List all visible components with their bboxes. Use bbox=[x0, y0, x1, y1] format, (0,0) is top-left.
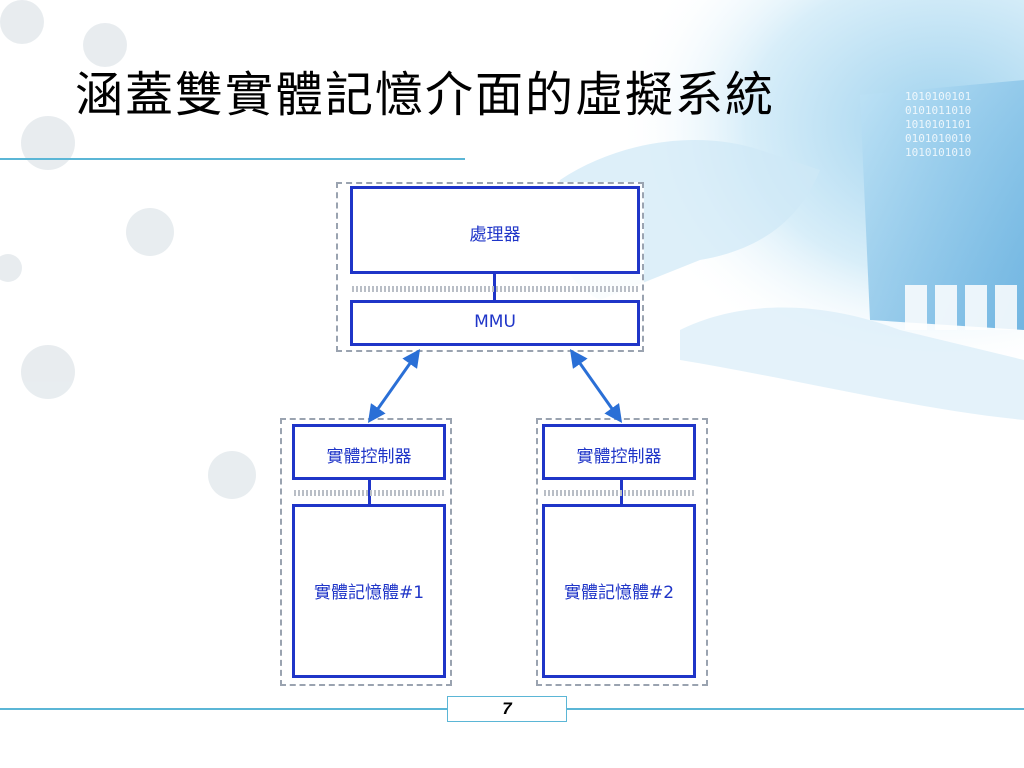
svg-text:1010100101: 1010100101 bbox=[905, 90, 971, 103]
title-underline bbox=[0, 158, 465, 160]
processor-box bbox=[350, 186, 640, 274]
memory-2-bus-hatch bbox=[544, 490, 694, 496]
mmu-controller-2-arrow bbox=[569, 349, 623, 423]
footer-line-right bbox=[567, 708, 1024, 710]
processor-bus-hatch bbox=[352, 286, 638, 292]
mmu-label: MMU bbox=[474, 312, 516, 332]
binary-digits-decoration: 1010100101 0101011010 1010101101 0101010… bbox=[905, 90, 971, 159]
decorative-circles bbox=[0, 0, 256, 499]
controller-2-box bbox=[542, 424, 696, 480]
slide-title: 涵蓋雙實體記憶介面的虛擬系統 bbox=[75, 67, 776, 123]
memory-1-bus-hatch bbox=[294, 490, 444, 496]
page-number-box: 7 bbox=[447, 696, 567, 722]
memory-2-box bbox=[542, 504, 696, 678]
controller-2-label: 實體控制器 bbox=[576, 447, 662, 467]
memory-2-label: 實體記憶體#2 bbox=[563, 583, 675, 603]
svg-text:0101010010: 0101010010 bbox=[905, 132, 971, 145]
svg-text:0101011010: 0101011010 bbox=[905, 104, 971, 117]
controller-1-box bbox=[292, 424, 446, 480]
memory-1-box bbox=[292, 504, 446, 678]
mmu-box bbox=[350, 300, 640, 346]
footer-line-left bbox=[0, 708, 447, 710]
controller-1-label: 實體控制器 bbox=[326, 447, 412, 467]
memory-1-label: 實體記憶體#1 bbox=[313, 583, 425, 603]
svg-text:1010101010: 1010101010 bbox=[905, 146, 971, 159]
svg-text:1010101101: 1010101101 bbox=[905, 118, 971, 131]
processor-label: 處理器 bbox=[469, 225, 521, 245]
mmu-controller-1-arrow bbox=[367, 349, 421, 423]
page-number: 7 bbox=[502, 699, 512, 718]
